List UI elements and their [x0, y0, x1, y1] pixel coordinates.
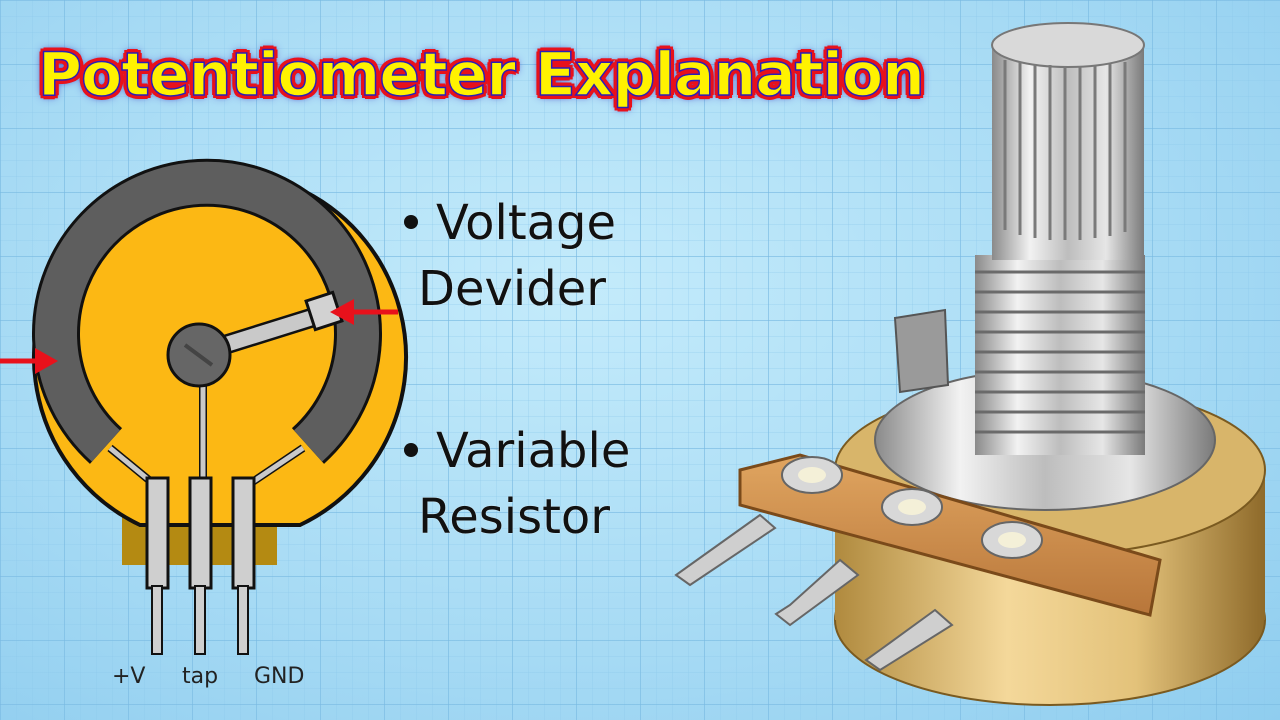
page-title: Potentiometer Explanation — [37, 39, 925, 111]
pin-label-gnd: GND — [254, 664, 305, 689]
schematic-pins — [145, 476, 256, 655]
bullet-1-line2: Devider — [418, 261, 606, 317]
anti-rotation-tab — [893, 308, 950, 394]
bullet-voltage-divider: Voltage Devider — [404, 190, 616, 322]
knurled-shaft — [991, 22, 1145, 260]
bullet-dot — [404, 215, 418, 229]
terminal-legs — [674, 513, 954, 672]
threaded-bushing — [975, 255, 1145, 455]
wiper-contact — [304, 290, 344, 332]
bullet-dot — [404, 443, 418, 457]
bullet-2-line2: Resistor — [418, 489, 610, 545]
bullet-variable-resistor: Variable Resistor — [404, 418, 630, 550]
red-arrow-left — [0, 348, 58, 374]
pin-label-tap: tap — [182, 664, 219, 689]
red-arrow-right — [330, 299, 398, 325]
bullet-1-line1: Voltage — [436, 195, 617, 251]
bullet-2-line1: Variable — [436, 423, 631, 479]
terminal-board — [738, 453, 1162, 617]
pin-label-vplus: +V — [112, 664, 146, 689]
